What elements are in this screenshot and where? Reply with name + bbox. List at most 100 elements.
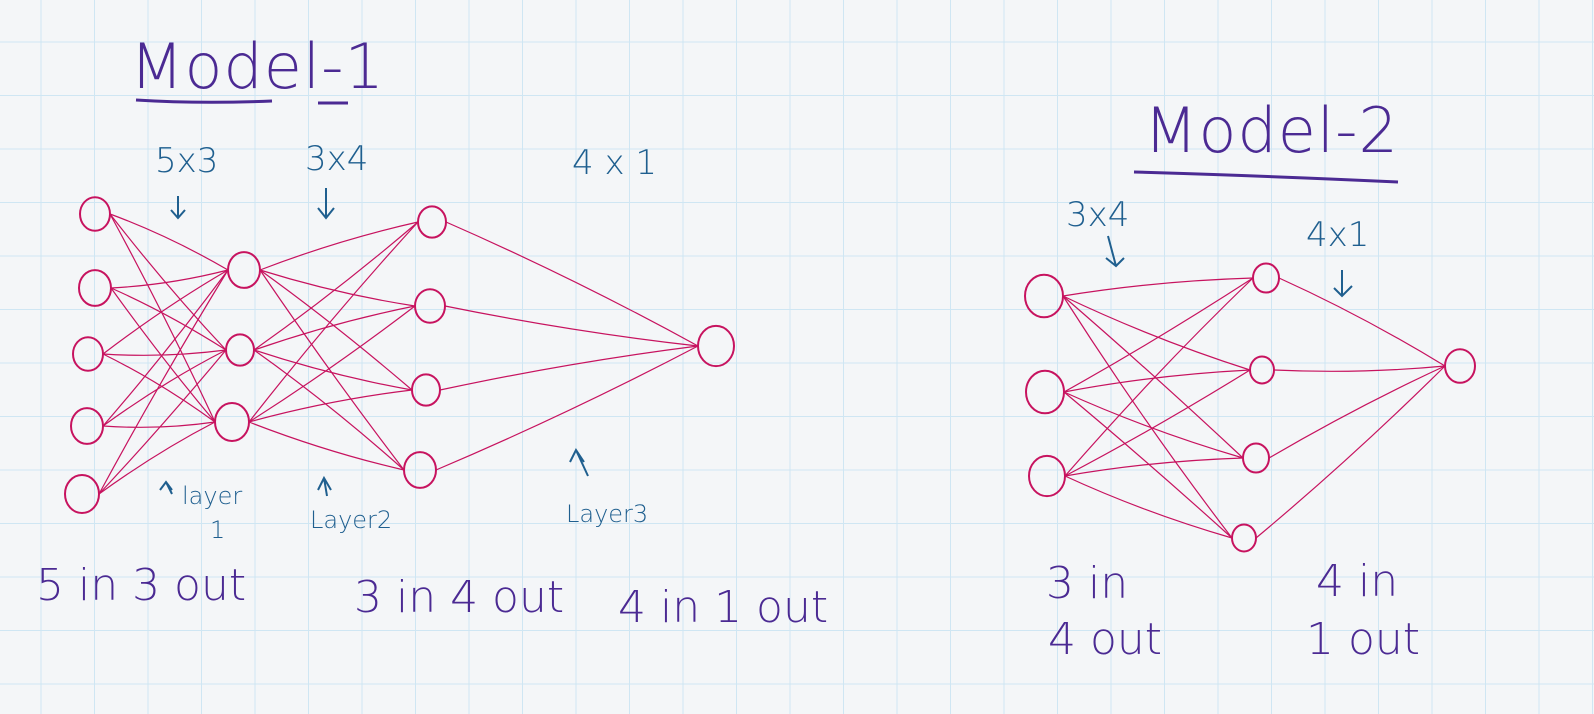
model-1-edge-l1-1-1	[109, 213, 229, 271]
model-1-dim-arrows	[159, 188, 589, 497]
model-2-edge-l2-4-1	[1255, 365, 1446, 539]
model-1-edge-l2-2-1	[253, 221, 419, 351]
model-2-neuron-l1-4	[1231, 523, 1257, 553]
model-1-io-layer2: 3 in 4 out	[354, 572, 564, 623]
model-1-edge-l2-2-3	[253, 349, 413, 391]
model-1-edge-l2-3-4	[248, 421, 405, 471]
model-1-title-underline	[135, 98, 348, 105]
model-1-edge-l3-4-1	[435, 345, 699, 471]
model-2-edge-l1-1-1	[1062, 277, 1254, 297]
model-2-edge-l2-2-1	[1273, 365, 1446, 372]
model-2-dim-1: 3x4	[1066, 195, 1129, 235]
arrow-down-1	[170, 196, 186, 220]
model-1-edge-l1-5-3	[98, 421, 216, 495]
model-1-neuron-l2-1	[417, 205, 447, 239]
model-2-edge-l1-2-4	[1063, 391, 1233, 539]
model-2-neurons	[1024, 262, 1476, 553]
model-1-edge-l2-3-1	[248, 221, 419, 423]
arrow-down-m2-1	[1105, 235, 1125, 268]
model-1-dim-3: 4 x 1	[572, 143, 657, 183]
model-1-edge-l3-2-1	[444, 305, 699, 347]
model-1-edge-l2-1-2	[259, 269, 416, 307]
model-2-edge-l2-3-1	[1268, 365, 1446, 459]
model-1-edge-l2-1-1	[259, 221, 419, 271]
model-1-edge-l3-1-1	[445, 221, 699, 347]
model-2-neuron-l0-2	[1025, 369, 1065, 415]
model-1-layer2-label: Layer2	[310, 506, 392, 534]
model-2-edge-l1-2-1	[1063, 277, 1254, 393]
arrow-up-layer2	[317, 475, 332, 497]
model-2-edge-l1-1-3	[1062, 295, 1244, 459]
model-2-edge-l1-3-4	[1064, 475, 1233, 539]
model-2-io-layer1-out: 4 out	[1048, 614, 1162, 665]
model-1-edge-l1-3-1	[102, 269, 229, 355]
model-1-edge-l1-4-3	[102, 421, 216, 428]
model-1-io-layer1: 5 in 3 out	[36, 560, 246, 611]
model-1-neuron-l2-3	[411, 373, 441, 407]
model-1-neuron-l1-3	[214, 401, 250, 443]
model-2-edge-l1-1-2	[1062, 295, 1251, 371]
model-2-io-layer1-in: 3 in	[1046, 558, 1128, 609]
model-1-layer1-label: layer	[182, 482, 242, 510]
model-2-dim-arrows	[1105, 235, 1353, 298]
model-1-edge-l1-5-2	[98, 349, 227, 495]
model-1-diagram: Model-1 5x3 3x4 4 x 1 layer 1 Layer2 Lay…	[36, 30, 828, 633]
model-1-dim-1: 5x3	[155, 141, 218, 181]
model-1-edge-l1-2-3	[110, 287, 216, 423]
model-2-edge-l1-2-2	[1063, 369, 1251, 393]
model-2-neuron-l1-2	[1249, 355, 1275, 385]
arrow-up-layer3	[569, 448, 589, 477]
model-2-edge-l2-1-1	[1278, 277, 1446, 367]
model-1-edge-l1-5-1	[98, 269, 229, 495]
model-1-io-layer3: 4 in 1 out	[618, 582, 828, 633]
model-1-edge-l3-3-1	[439, 345, 699, 391]
model-1-edge-l1-1-3	[109, 213, 216, 423]
model-1-connections	[98, 213, 699, 495]
model-2-neuron-l0-1	[1024, 273, 1064, 319]
model-2-title-underline	[1133, 170, 1399, 184]
model-1-edge-l1-1-2	[109, 213, 227, 351]
model-1-layer1-number: 1	[210, 516, 225, 544]
model-1-edge-l2-2-4	[253, 349, 405, 471]
model-1-neuron-l0-4	[70, 407, 104, 445]
model-2-diagram: Model-2 3x4 4x1 3 in 4 out 4 in 1 out	[1024, 94, 1476, 665]
model-1-edge-l1-4-2	[102, 349, 227, 427]
model-1-neuron-l0-1	[79, 196, 111, 232]
model-1-neuron-l0-5	[64, 473, 100, 515]
model-2-neuron-l2-1	[1444, 348, 1476, 384]
model-1-edge-l2-1-3	[259, 269, 413, 391]
model-2-edge-l1-2-3	[1063, 391, 1244, 459]
model-1-edge-l1-3-2	[102, 349, 227, 356]
model-1-edge-l1-2-1	[110, 269, 229, 289]
model-2-title: Model-2	[1144, 94, 1399, 167]
model-1-neuron-l1-2	[225, 333, 255, 367]
model-1-layer3-label: Layer3	[566, 500, 648, 528]
model-2-neuron-l1-1	[1252, 262, 1280, 294]
model-2-neuron-l1-3	[1242, 442, 1270, 474]
model-1-edge-l1-2-2	[110, 287, 227, 351]
model-1-neuron-l1-1	[227, 251, 261, 289]
model-1-neuron-l2-4	[403, 451, 437, 489]
model-1-edge-l1-4-1	[102, 269, 229, 427]
model-1-neuron-l0-3	[72, 336, 104, 372]
model-1-title: Model-1	[130, 30, 385, 103]
model-1-neuron-l0-2	[78, 269, 112, 307]
model-1-neuron-l2-2	[414, 288, 446, 324]
model-1-edge-l2-2-2	[253, 305, 416, 351]
model-2-dim-2: 4x1	[1306, 215, 1369, 255]
model-2-edge-l1-3-2	[1064, 369, 1251, 477]
model-2-edge-l1-3-1	[1064, 277, 1254, 477]
arrow-up-layer1	[159, 480, 173, 495]
model-2-edge-l1-3-3	[1064, 457, 1244, 477]
arrow-down-m2-2	[1333, 270, 1353, 298]
model-1-edge-l2-3-2	[248, 305, 416, 423]
model-1-neurons	[64, 196, 735, 515]
model-1-neuron-l3-1	[697, 324, 735, 368]
model-2-connections	[1062, 277, 1446, 539]
model-1-dim-2: 3x4	[305, 139, 368, 179]
model-2-io-layer2-out: 1 out	[1306, 614, 1420, 665]
model-1-edge-l2-3-3	[248, 389, 413, 423]
model-2-io-layer2-in: 4 in	[1316, 556, 1398, 607]
arrow-down-2	[317, 188, 335, 220]
